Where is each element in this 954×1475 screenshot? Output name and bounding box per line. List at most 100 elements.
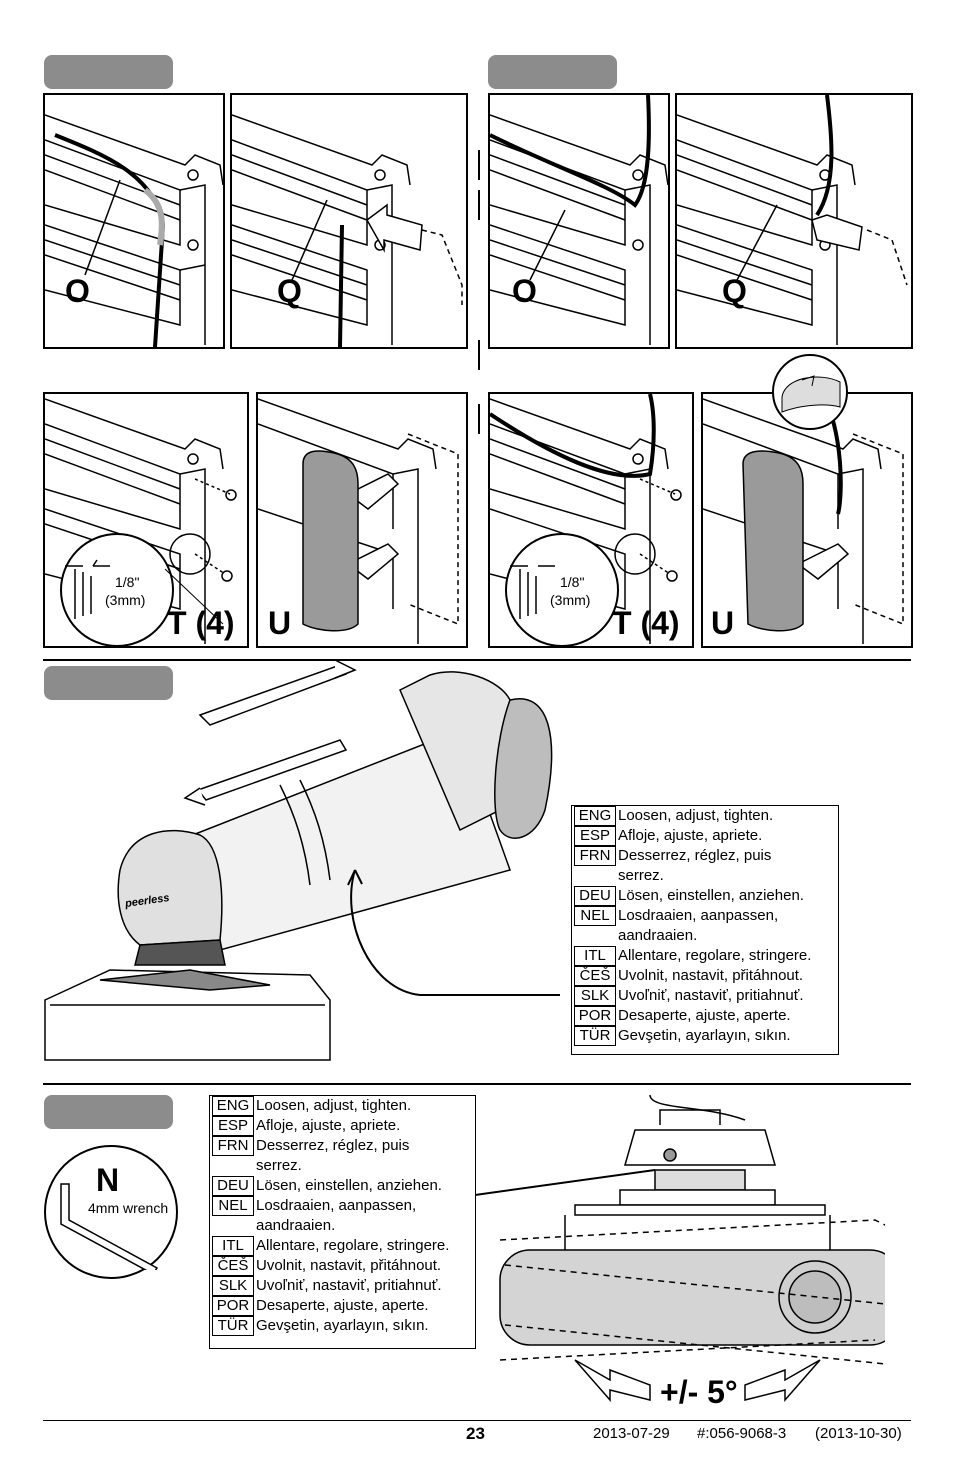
panel-label: U <box>268 605 292 641</box>
language-code: DEU <box>212 1176 254 1196</box>
footer-rule <box>43 1420 911 1421</box>
dimension-metric: (3mm) <box>105 592 146 608</box>
rail-illustration <box>45 398 237 646</box>
rail-illustration <box>258 398 459 644</box>
language-code: SLK <box>212 1276 254 1296</box>
language-code: TÜR <box>574 1026 616 1046</box>
footer-revision: (2013-10-30) <box>815 1425 902 1442</box>
panel-rail-q: Q <box>230 93 468 349</box>
panel-rail-q: Q <box>675 93 913 349</box>
hex-key-icon <box>60 1183 159 1270</box>
footer-date: 2013-07-29 <box>593 1425 670 1442</box>
panel-label: T (4) <box>167 605 235 641</box>
panel-end-cap-u: U <box>701 392 913 648</box>
dimension-metric: (3mm) <box>550 592 591 608</box>
language-instruction: Allentare, regolare, stringere. <box>256 1237 450 1254</box>
language-instruction: Allentare, regolare, stringere. <box>618 947 812 964</box>
section-tab <box>44 666 173 700</box>
language-instruction: aandraaien. <box>618 927 698 944</box>
language-instruction: Uvoľniť, nastaviť, pritiahnuť. <box>256 1277 442 1294</box>
tilt-adjustment-illustration <box>475 1094 885 1402</box>
language-code: SLK <box>574 986 616 1006</box>
panel-label: Q <box>722 273 747 309</box>
language-code: ITL <box>574 946 616 966</box>
language-instruction: Desserrez, réglez, puis <box>618 847 772 864</box>
dimension-fraction: 1/8" <box>560 574 585 590</box>
column-separator <box>478 340 480 370</box>
language-instruction: Lösen, einstellen, anziehen. <box>256 1177 442 1194</box>
rail-illustration <box>232 114 463 347</box>
section-tab <box>44 55 173 89</box>
section-tab <box>488 55 617 89</box>
language-instruction: Gevşetin, ayarlayın, sıkın. <box>256 1317 429 1334</box>
language-instruction: Uvolnit, nastavit, přitáhnout. <box>618 967 804 984</box>
language-instruction: Loosen, adjust, tighten. <box>256 1097 412 1114</box>
language-row: serrez. <box>572 866 838 886</box>
section-divider <box>43 1083 911 1085</box>
language-code: ENG <box>574 806 616 826</box>
rail-illustration <box>490 95 668 345</box>
panel-rail-o: O <box>488 93 670 349</box>
language-instruction: Uvoľniť, nastaviť, pritiahnuť. <box>618 987 804 1004</box>
panel-rail-o: O <box>43 93 225 349</box>
language-code: ESP <box>574 826 616 846</box>
language-code: TÜR <box>212 1316 254 1336</box>
panel-rail-t: 1/8" (3mm) T (4) <box>488 392 694 648</box>
language-code: ČEŠ <box>574 966 616 986</box>
language-instruction: Loosen, adjust, tighten. <box>618 807 774 824</box>
panel-label: O <box>512 273 537 309</box>
language-row: aandraaien. <box>572 926 838 946</box>
language-instruction: aandraaien. <box>256 1217 336 1234</box>
language-instruction: Losdraaien, aanpassen, <box>618 907 779 924</box>
rail-illustration <box>45 114 223 347</box>
language-code: ENG <box>212 1096 254 1116</box>
language-instruction: Gevşetin, ayarlayın, sıkın. <box>618 1027 791 1044</box>
zoom-detail-bubble <box>772 354 848 430</box>
panel-end-cap-u: U <box>256 392 468 648</box>
language-instruction: Desaperte, ajuste, aperte. <box>618 1007 791 1024</box>
extension-column-illustration <box>44 660 560 1061</box>
column-separator <box>478 190 480 220</box>
language-code: NEL <box>212 1196 254 1216</box>
section-tab <box>44 1095 173 1129</box>
language-code: NEL <box>574 906 616 926</box>
tilt-range-label: +/- 5° <box>660 1374 738 1410</box>
language-code: ITL <box>212 1236 254 1256</box>
rail-illustration <box>703 394 904 644</box>
language-instruction: serrez. <box>618 867 664 884</box>
language-code: ESP <box>212 1116 254 1136</box>
language-instruction: Afloje, ajuste, apriete. <box>618 827 763 844</box>
tool-wrench-circle <box>44 1145 178 1279</box>
language-code: FRN <box>574 846 616 866</box>
language-code: POR <box>574 1006 616 1026</box>
tool-name: 4mm wrench <box>88 1200 169 1216</box>
language-code: ČEŠ <box>212 1256 254 1276</box>
panel-rail-t: 1/8" (3mm) T (4) <box>43 392 249 648</box>
panel-label: O <box>65 273 90 309</box>
language-instruction: Losdraaien, aanpassen, <box>256 1197 417 1214</box>
language-instruction: Desserrez, réglez, puis <box>256 1137 410 1154</box>
language-row: aandraaien. <box>210 1216 475 1236</box>
dimension-fraction: 1/8" <box>115 574 140 590</box>
section-divider <box>43 659 911 661</box>
column-separator <box>478 150 480 180</box>
